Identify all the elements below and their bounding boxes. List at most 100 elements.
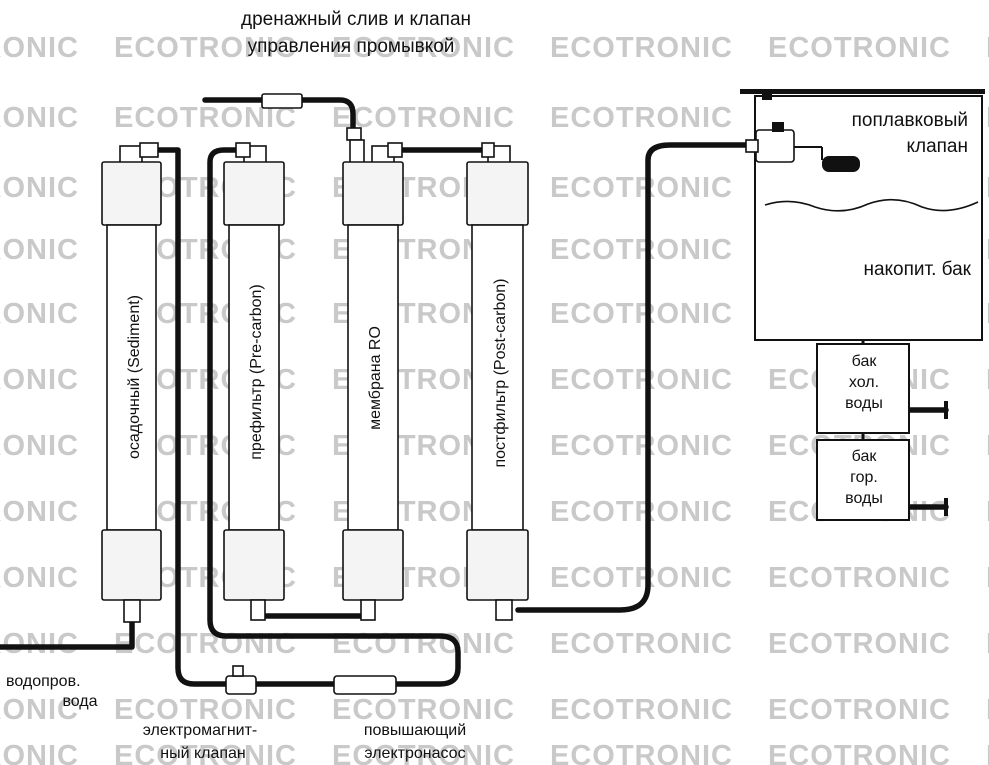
watermark-text: ECOTRONIC xyxy=(986,694,989,726)
watermark-text: ECOTRONIC xyxy=(0,102,79,134)
float-valve-body xyxy=(755,129,795,163)
storage-tank xyxy=(740,89,985,341)
watermark-text: ECOTRONIC xyxy=(768,32,951,64)
watermark-text: ECOTRONIC xyxy=(114,694,297,726)
solenoid-label-line2: ный клапан xyxy=(160,745,246,762)
watermark-text: ECOTRONIC xyxy=(550,496,733,528)
storage-tank-lid xyxy=(740,89,985,94)
watermark-text: ECOTRONIC xyxy=(0,32,79,64)
watermark-text: ECOTRONIC xyxy=(0,172,79,204)
watermark-text: ECOTRONIC xyxy=(0,496,79,528)
pump-label-line1: повышающий xyxy=(364,722,466,739)
watermark-text: ECOTRONIC xyxy=(986,172,989,204)
solenoid-label-line1: электромагнит- xyxy=(143,722,258,739)
postcarbon-bottom-cap xyxy=(466,529,529,601)
drain-label-line2: управления промывкой xyxy=(248,36,455,57)
watermark-text: ECOTRONIC xyxy=(114,32,297,64)
membrane-drain-fitting xyxy=(349,139,365,165)
watermark-text: ECOTRONIC xyxy=(768,562,951,594)
inlet-label-line2: вода xyxy=(62,693,97,710)
watermark-text: ECOTRONIC xyxy=(986,430,989,462)
watermark-text: ECOTRONIC xyxy=(332,694,515,726)
watermark-text: ECOTRONIC xyxy=(332,628,515,660)
sediment-label: осадочный (Sediment) xyxy=(126,295,143,459)
solenoid-valve-body xyxy=(225,675,257,695)
sediment-bottom-fitting xyxy=(123,599,141,623)
membrane-top-cap xyxy=(342,161,404,226)
sediment-top-cap xyxy=(101,161,162,226)
watermark-text: ECOTRONIC xyxy=(986,32,989,64)
watermark-text: ECOTRONIC xyxy=(0,234,79,266)
watermark-text: ECOTRONIC xyxy=(0,628,79,660)
watermark-text: ECOTRONIC xyxy=(332,740,515,765)
watermark-text: ECOTRONIC xyxy=(0,298,79,330)
watermark-text: ECOTRONIC xyxy=(550,694,733,726)
watermark-text: ECOTRONIC xyxy=(550,430,733,462)
drain-pipe xyxy=(202,97,356,138)
watermark-text: ECOTRONIC xyxy=(986,298,989,330)
watermark-text: ECOTRONIC xyxy=(550,102,733,134)
storage-tank-label: накопит. бак xyxy=(863,259,971,280)
watermark-text: ECOTRONIC xyxy=(550,740,733,765)
hot-water-tank xyxy=(816,439,910,521)
water-level-line xyxy=(764,198,979,212)
cold-tank-label-line3: воды xyxy=(845,395,883,412)
precarbon-housing xyxy=(228,224,280,531)
watermark-text: ECOTRONIC xyxy=(332,32,515,64)
watermark-text: ECOTRONIC xyxy=(0,740,79,765)
hot-tank-label-line2: гор. xyxy=(850,469,878,486)
float-valve-label-line1: поплавковый xyxy=(852,110,968,131)
flush-valve-fitting xyxy=(346,127,362,141)
membrane-elbow xyxy=(387,142,403,158)
membrane-housing xyxy=(347,224,399,531)
filter-sediment xyxy=(101,142,162,623)
watermark-text: ECOTRONIC xyxy=(550,32,733,64)
drain-restrictor xyxy=(261,93,303,109)
watermark-text: ECOTRONIC xyxy=(332,102,515,134)
precarbon-label: префильтр (Pre-carbon) xyxy=(248,284,265,459)
watermark-text: ECOTRONIC xyxy=(768,694,951,726)
postcarbon-housing xyxy=(471,224,524,531)
float-valve-top xyxy=(772,122,784,132)
postcarbon-elbow xyxy=(481,142,495,158)
inlet-label-line1: водопров. xyxy=(6,673,81,690)
watermark-text: ECOTRONIC xyxy=(768,740,951,765)
membrane-bottom-fitting xyxy=(360,599,376,621)
watermark-text: ECOTRONIC xyxy=(550,628,733,660)
precarbon-bottom-cap xyxy=(223,529,285,601)
watermark-text: ECOTRONIC xyxy=(550,172,733,204)
watermark-text: ECOTRONIC xyxy=(550,562,733,594)
watermark-text: ECOTRONIC xyxy=(550,364,733,396)
pump-label-line2: электронасос xyxy=(364,745,465,762)
watermark-text: ECOTRONIC xyxy=(986,102,989,134)
sediment-elbow xyxy=(139,142,159,158)
postcarbon-top-cap xyxy=(466,161,529,226)
watermark-text: ECOTRONIC xyxy=(986,364,989,396)
watermark-text: ECOTRONIC xyxy=(986,234,989,266)
precarbon-elbow xyxy=(235,142,251,158)
watermark-text: ECOTRONIC xyxy=(0,694,79,726)
hot-tank-label-line1: бак xyxy=(852,448,878,465)
precarbon-to-membrane-pipe xyxy=(255,597,371,619)
precarbon-bottom-fitting xyxy=(250,599,266,621)
hot-tank-label-line3: воды xyxy=(845,490,883,507)
float-valve-label-line2: клапан xyxy=(906,136,968,157)
cold-tank-label-line1: бак xyxy=(852,353,878,370)
inlet-pipe xyxy=(0,617,135,650)
watermark-text: ECOTRONIC xyxy=(0,364,79,396)
postcarbon-bottom-fitting xyxy=(495,599,513,621)
float-ball xyxy=(822,156,860,172)
filter-precarbon xyxy=(223,142,285,621)
watermark-text: ECOTRONIC xyxy=(986,740,989,765)
watermark-text: ECOTRONIC xyxy=(986,496,989,528)
membrane-bottom-cap xyxy=(342,529,404,601)
watermark-text: ECOTRONIC xyxy=(0,430,79,462)
watermark-text: ECOTRONIC xyxy=(986,628,989,660)
cold-tank-label-line2: хол. xyxy=(849,374,879,391)
booster-pump-body xyxy=(333,675,397,695)
watermark-text: ECOTRONIC xyxy=(114,628,297,660)
watermark-text: ECOTRONIC xyxy=(768,628,951,660)
precarbon-top-cap xyxy=(223,161,285,226)
filter-membrane xyxy=(342,139,404,621)
sediment-housing xyxy=(106,224,157,531)
